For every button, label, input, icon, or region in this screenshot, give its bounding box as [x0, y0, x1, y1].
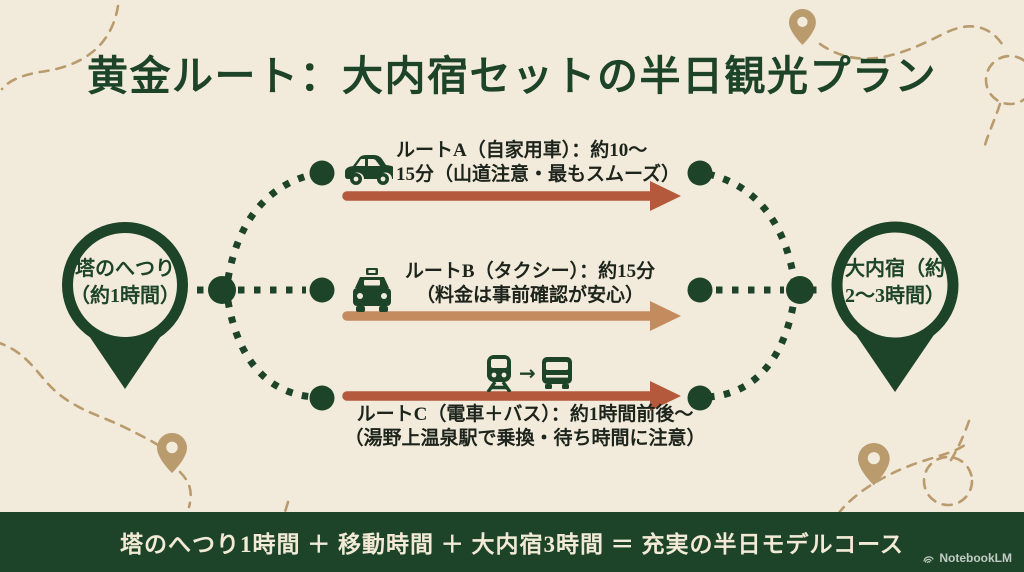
dot-route-a-start: [309, 160, 335, 186]
route-c-arrow: [342, 381, 681, 411]
decor-circle-bottom-right: [922, 455, 974, 507]
train-bus-icon: →: [484, 354, 573, 392]
node-label-right: 大内宿（約 2〜3時間）: [831, 256, 959, 310]
decor-path-top-left: [0, 4, 120, 91]
decor-pin-top-right: [789, 9, 816, 45]
dot-route-a-end: [687, 160, 713, 186]
route-arrows: [342, 181, 681, 411]
route-b-line2: （料金は事前確認が安心）: [415, 285, 644, 306]
car-icon: [345, 155, 393, 185]
decor-path-top-right: [818, 25, 1004, 60]
node-label-left: 塔のへつり （約1時間）: [61, 256, 189, 310]
connector-left-up: [224, 170, 315, 280]
route-b-line1: ルートB（タクシー）：約15分: [404, 261, 656, 282]
decor-circle-top-right: [984, 54, 1024, 106]
location-pin-left: [62, 222, 188, 389]
page-title: 黄金ルート：大内宿セットの半日観光プラン: [87, 53, 937, 99]
route-a-line1: ルートA（自家用車）：約10〜: [396, 140, 648, 161]
dot-route-b-end: [687, 277, 713, 303]
decor-tail-left: [178, 470, 192, 509]
node-right-name: 大内宿（約: [845, 258, 945, 280]
route-a-label: ルートA（自家用車）：約10〜 15分（山道注意・最もスムーズ）: [396, 139, 680, 187]
hub-dot-left: [208, 276, 236, 304]
watermark-label: NotebookLM: [939, 551, 1012, 565]
route-b-label: ルートB（タクシー）：約15分 （料金は事前確認が安心）: [398, 260, 662, 308]
route-c-line2: （湯野上温泉駅で乗換・待ち時間に注意）: [344, 428, 706, 449]
decor-path-bottom-right: [836, 442, 968, 516]
node-left-duration: （約1時間）: [70, 285, 180, 307]
location-pin-right: [831, 221, 959, 392]
dot-route-c-start: [309, 385, 335, 411]
connector-right-up: [707, 170, 798, 280]
decor-path-left: [0, 342, 160, 447]
decor-pin-bottom-left: [157, 433, 187, 473]
decor-tick-bottom: [283, 500, 290, 514]
connector-right-down: [707, 300, 798, 401]
decor-tail-top-right: [981, 102, 1002, 154]
dot-route-c-end: [687, 385, 713, 411]
route-a-line2: 15分（山道注意・最もスムーズ）: [396, 164, 681, 185]
junction-dots: [208, 160, 814, 411]
decor-tail-bottom-right: [949, 419, 971, 462]
bus-icon: [541, 357, 572, 389]
route-a-arrow: [342, 181, 681, 211]
route-c-line1: ルートC（電車＋バス）：約1時間前後〜: [356, 404, 694, 425]
node-left-name: 塔のへつり: [75, 258, 175, 280]
decorative-pins: [157, 9, 890, 486]
route-c-label: ルートC（電車＋バス）：約1時間前後〜 （湯野上温泉駅で乗換・待ち時間に注意）: [325, 403, 725, 451]
train-icon: [486, 355, 512, 392]
notebooklm-watermark: NotebookLM: [922, 551, 1012, 565]
summary-bar: 塔のへつり1時間 ＋ 移動時間 ＋ 大内宿3時間 ＝ 充実の半日モデルコース N…: [0, 512, 1024, 572]
hub-dot-right: [786, 276, 814, 304]
dot-route-b-start: [309, 277, 335, 303]
decor-pin-bottom-right: [858, 443, 890, 486]
decorative-dashed-paths: [0, 4, 1024, 516]
node-right-duration: 2〜3時間）: [845, 285, 945, 307]
notebooklm-logo-icon: [923, 555, 934, 563]
summary-text: 塔のへつり1時間 ＋ 移動時間 ＋ 大内宿3時間 ＝ 充実の半日モデルコース: [120, 532, 904, 557]
transfer-arrow-icon: →: [519, 361, 536, 385]
route-b-arrow: [342, 301, 681, 331]
connector-left-down: [224, 300, 315, 401]
taxi-icon: [353, 268, 391, 312]
